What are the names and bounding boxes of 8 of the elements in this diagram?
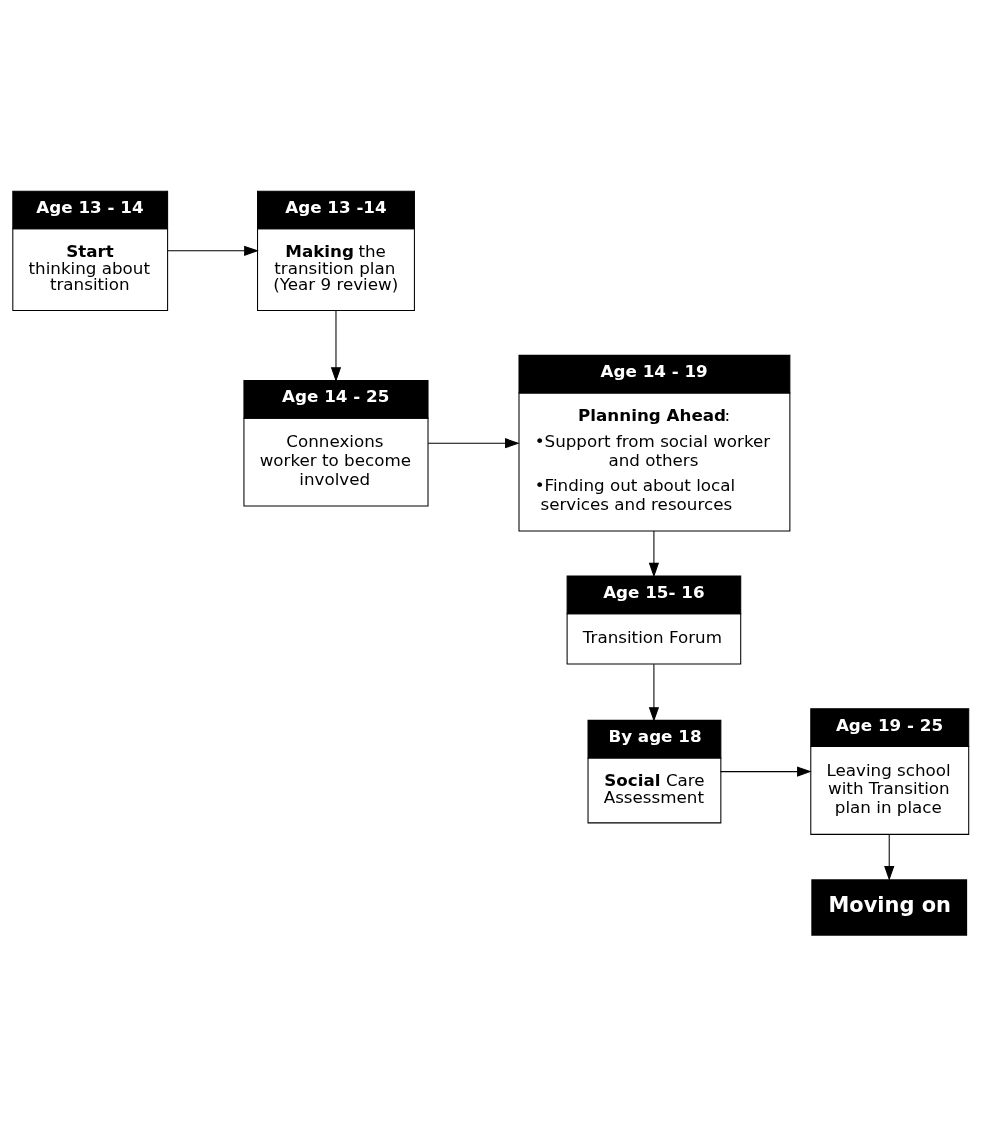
arrow <box>884 833 895 881</box>
arrow <box>427 437 520 448</box>
arrow <box>167 245 259 256</box>
arrow <box>720 766 812 777</box>
arrow <box>648 663 660 722</box>
node-box: Moving on <box>811 878 968 936</box>
arrow <box>648 530 660 577</box>
arrow <box>330 309 342 382</box>
